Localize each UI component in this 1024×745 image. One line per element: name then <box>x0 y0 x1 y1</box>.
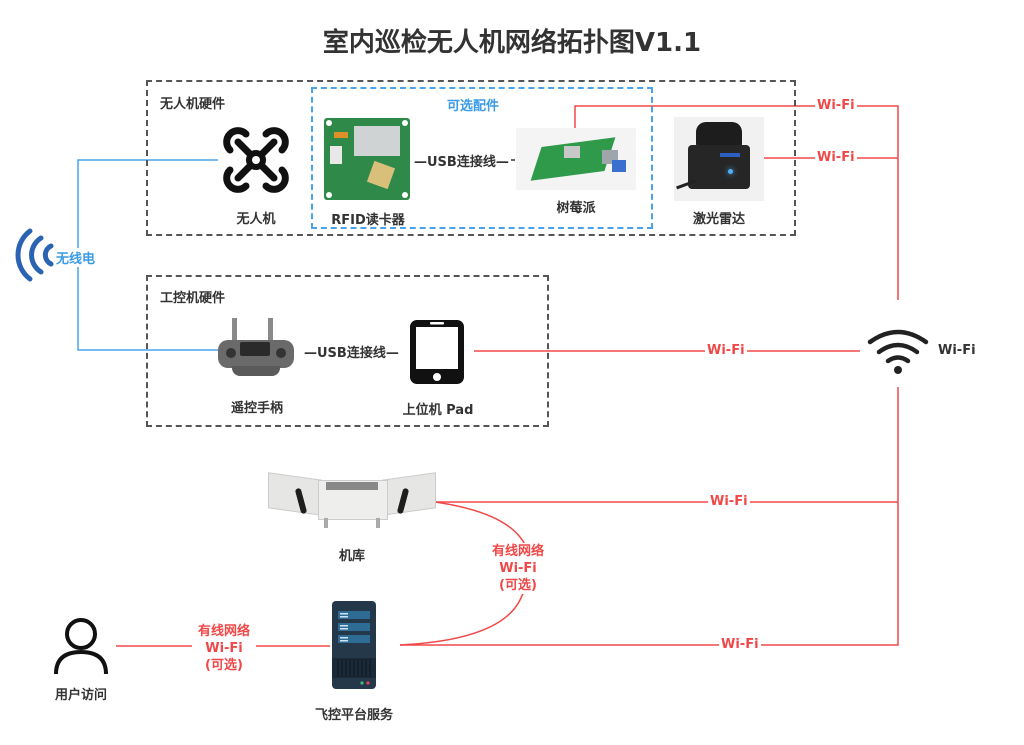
usb-link-label-rfid-pi: —USB连接线— <box>412 151 511 170</box>
wifi-link-label-pad: Wi-Fi <box>705 343 747 358</box>
link-hangar-server <box>399 501 531 646</box>
raspberry-pi-label: 树莓派 <box>556 201 596 216</box>
wifi-link-label-pi: Wi-Fi <box>815 98 857 113</box>
remote-controller-image[interactable] <box>218 318 294 380</box>
server-icon[interactable] <box>332 601 376 693</box>
user-icon[interactable] <box>52 616 110 680</box>
tablet-icon[interactable] <box>408 318 466 390</box>
link-label-user-server-line1: 有线网络 <box>197 624 250 639</box>
tablet-label: 上位机 Pad <box>402 403 474 418</box>
wifi-link-label-server: Wi-Fi <box>719 637 761 652</box>
link-label-hangar-server-line1: 有线网络 <box>491 544 544 559</box>
link-label-user-server-line2: Wi-Fi <box>205 641 243 656</box>
wifi-trunk-down <box>400 387 899 646</box>
wifi-link-pi <box>574 105 899 300</box>
hangar-label: 机库 <box>338 549 365 564</box>
wifi-icon <box>866 326 930 380</box>
group-ipc-hardware <box>146 275 549 427</box>
radio-label: 无线电 <box>56 248 96 267</box>
drone-label: 无人机 <box>236 212 276 227</box>
group-drone-hardware-label: 无人机硬件 <box>160 97 226 112</box>
hangar-image[interactable] <box>268 472 436 532</box>
server-label: 飞控平台服务 <box>314 708 393 723</box>
group-drone-hardware <box>146 80 796 236</box>
radio-wave-icon <box>14 228 54 286</box>
rfid-board-image[interactable] <box>324 118 410 200</box>
wifi-link-label-lidar: Wi-Fi <box>815 150 857 165</box>
group-optional-accessories-label: 可选配件 <box>447 99 500 114</box>
user-label: 用户访问 <box>54 688 107 703</box>
link-label-hangar-server-line3: (可选) <box>499 578 537 593</box>
wifi-link-label-hangar: Wi-Fi <box>708 494 750 509</box>
wifi-hub-label: Wi-Fi <box>938 343 976 358</box>
drone-icon[interactable] <box>220 124 292 200</box>
group-optional-accessories <box>311 87 653 229</box>
usb-link-label-remote-pad: —USB连接线— <box>302 342 401 361</box>
group-ipc-hardware-label: 工控机硬件 <box>160 291 226 306</box>
link-label-hangar-server-line2: Wi-Fi <box>499 561 537 576</box>
link-label-hangar-server: 有线网络 Wi-Fi (可选) <box>486 543 550 594</box>
lidar-label: 激光雷达 <box>692 212 745 227</box>
rfid-label: RFID读卡器 <box>331 213 405 228</box>
page-title: 室内巡检无人机网络拓扑图V1.1 <box>322 28 702 58</box>
link-label-user-server-line3: (可选) <box>205 658 243 673</box>
lidar-image[interactable] <box>674 117 764 201</box>
remote-controller-label: 遥控手柄 <box>230 401 283 416</box>
raspberry-pi-image[interactable] <box>516 128 636 190</box>
link-label-user-server: 有线网络 Wi-Fi (可选) <box>192 623 256 674</box>
